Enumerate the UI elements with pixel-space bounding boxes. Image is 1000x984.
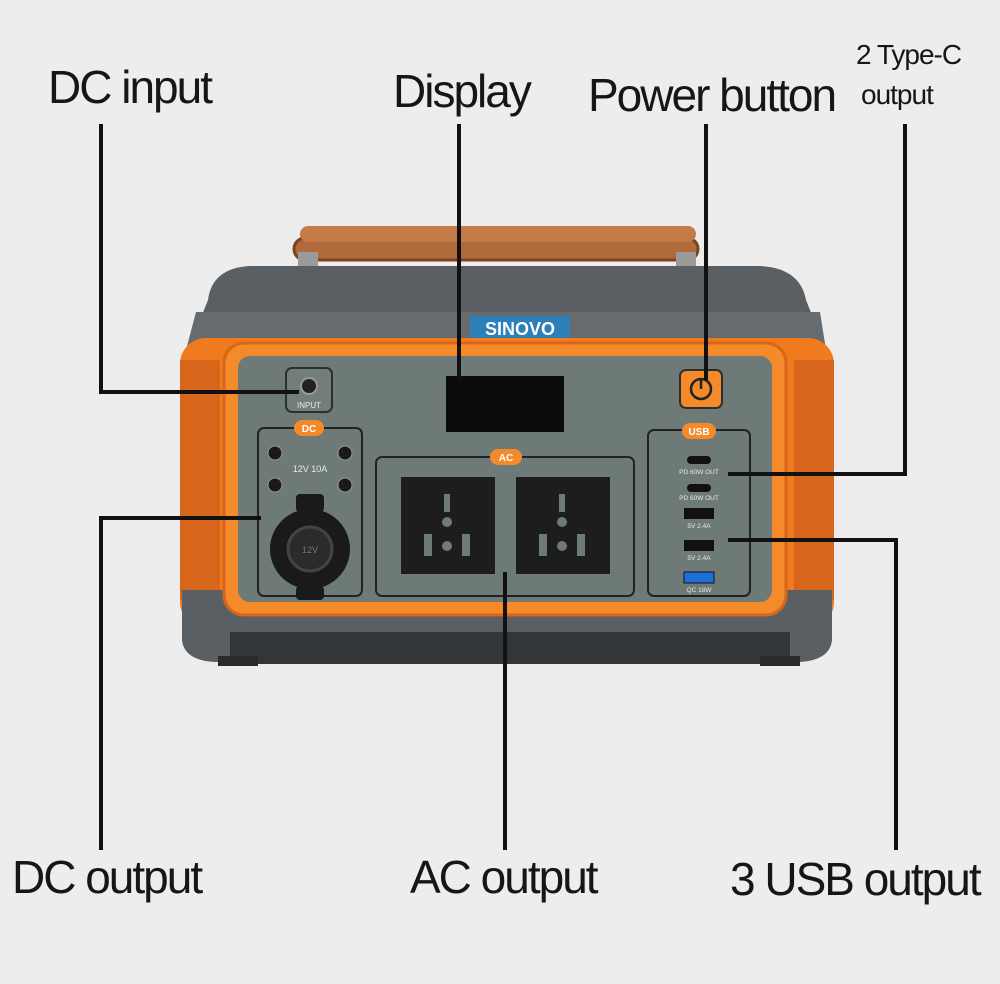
- usb-c-port-1: [687, 456, 711, 464]
- car-socket-mark: 12V: [302, 545, 318, 555]
- usb-badge: USB: [688, 427, 709, 438]
- usb-a-port-2: [684, 540, 714, 551]
- ac-socket-left: [401, 477, 495, 574]
- display-screen: [446, 376, 564, 432]
- leader-line-type-c: [728, 472, 907, 476]
- dc-rating: 12V 10A: [293, 464, 328, 474]
- usb-port-label: 5V 2.4A: [687, 555, 711, 562]
- leader-line-dc-input: [99, 390, 299, 394]
- ac-socket-right: [516, 477, 610, 574]
- carry-handle: [292, 226, 700, 274]
- label-power-button: Power button: [588, 69, 837, 121]
- label-display: Display: [393, 65, 532, 117]
- front-panel: [238, 356, 772, 602]
- usb-port-label: PD 60W OUT: [679, 469, 719, 476]
- brand-badge: [470, 316, 570, 340]
- usb-c-port-2: [687, 484, 711, 492]
- leader-line-power: [704, 124, 708, 380]
- label-dc-input: DC input: [48, 61, 213, 113]
- dc-badge: DC: [302, 424, 316, 435]
- leader-line-ac-output: [503, 572, 507, 850]
- label-usb-output: 3 USB output: [730, 853, 982, 905]
- leader-line-usb-output: [728, 538, 898, 542]
- usb-qc-port: [683, 571, 715, 584]
- leader-line-type-c: [903, 124, 907, 476]
- leader-line-dc-output: [99, 516, 261, 520]
- label-ac-output: AC output: [410, 851, 599, 903]
- usb-a-port-1: [684, 508, 714, 519]
- leader-line-display: [457, 124, 461, 380]
- brand-text: SINOVO: [485, 319, 555, 339]
- leader-line-dc-input: [99, 124, 103, 394]
- label-type-c-line2: output: [861, 79, 934, 110]
- usb-port-label: PD 60W OUT: [679, 495, 719, 502]
- usb-port-label: QC 18W: [687, 587, 713, 594]
- label-dc-output: DC output: [12, 851, 203, 903]
- label-type-c-line1: 2 Type-C: [856, 39, 962, 70]
- input-port-label: INPUT: [297, 401, 321, 410]
- leader-line-usb-output: [894, 538, 898, 850]
- ac-badge: AC: [499, 453, 513, 464]
- usb-port-label: 5V 2.4A: [687, 523, 711, 530]
- leader-line-dc-output: [99, 516, 103, 850]
